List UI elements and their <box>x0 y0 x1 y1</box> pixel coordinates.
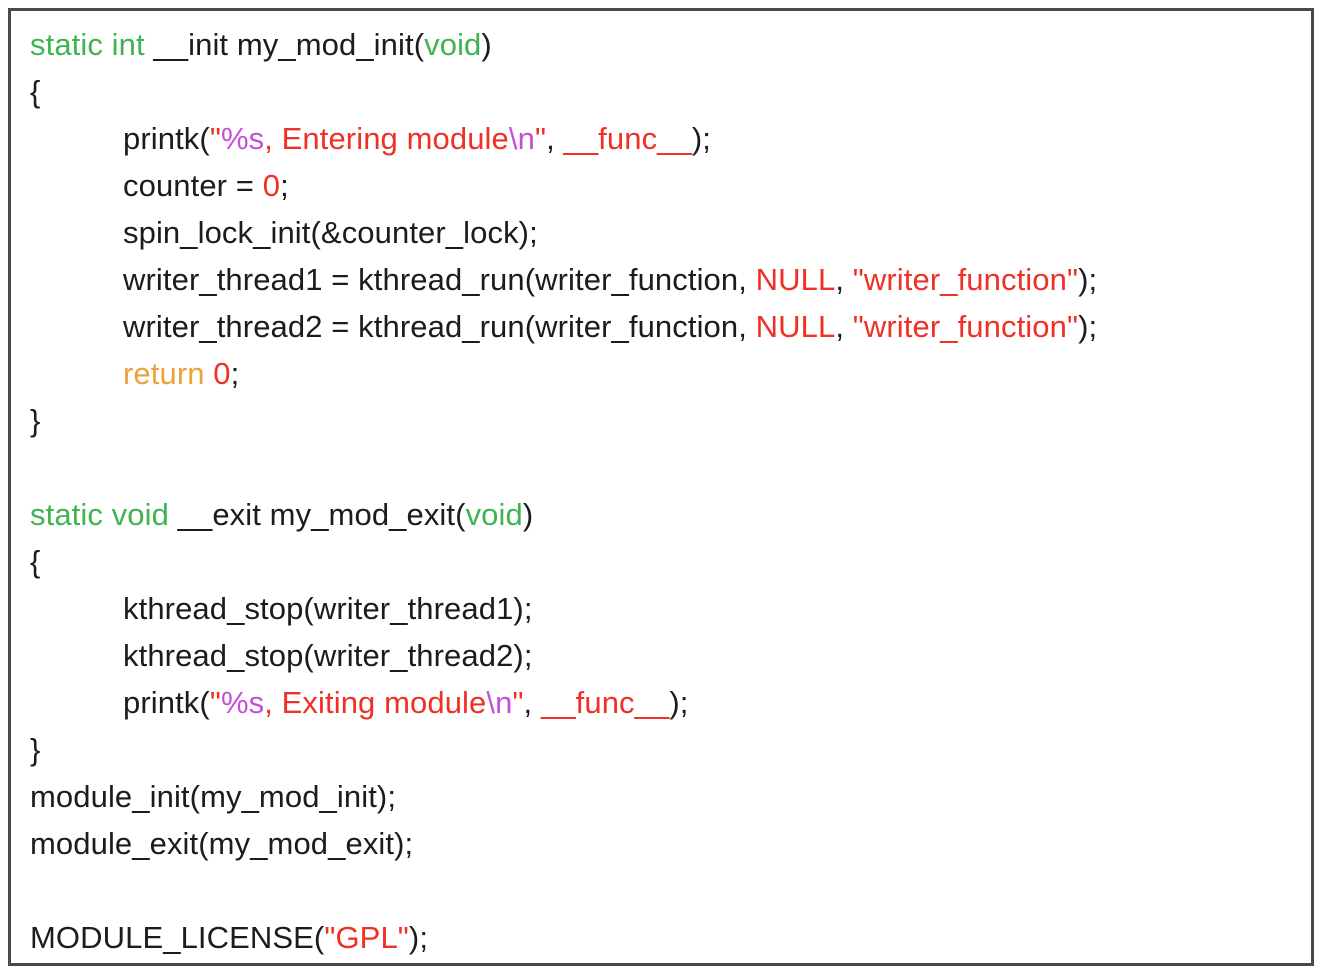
code-line: printk("%s, Entering module\n", __func__… <box>30 115 1311 162</box>
code-token: " <box>534 121 547 156</box>
code-line: spin_lock_init(&counter_lock); <box>30 209 1311 256</box>
code-token: printk( <box>123 121 210 156</box>
code-line: writer_thread1 = kthread_run(writer_func… <box>30 256 1311 303</box>
code-token: { <box>30 544 41 579</box>
code-token: static void <box>30 497 169 532</box>
code-token: , Exiting module <box>264 685 487 720</box>
code-token: , <box>835 262 853 297</box>
code-line: } <box>30 397 1311 444</box>
code-line: counter = 0; <box>30 162 1311 209</box>
code-token: \n <box>486 685 513 720</box>
code-line: kthread_stop(writer_thread1); <box>30 585 1311 632</box>
code-token: 0 <box>213 356 231 391</box>
code-line: kthread_stop(writer_thread2); <box>30 632 1311 679</box>
code-token: void <box>424 27 482 62</box>
code-line: module_exit(my_mod_exit); <box>30 820 1311 867</box>
code-token: ); <box>1078 309 1098 344</box>
code-token: ); <box>669 685 689 720</box>
code-token: "writer_function" <box>852 262 1079 297</box>
code-token: void <box>465 497 523 532</box>
code-token: __exit my_mod_exit( <box>168 497 466 532</box>
code-token: printk( <box>123 685 210 720</box>
code-block: static int __init my_mod_init(void){prin… <box>30 21 1311 961</box>
code-token: "GPL" <box>324 920 409 955</box>
code-token: MODULE_LICENSE( <box>30 920 325 955</box>
code-token: ; <box>280 168 289 203</box>
code-token: " <box>209 685 221 720</box>
code-token: spin_lock_init(&counter_lock); <box>123 215 538 250</box>
code-token: 0 <box>262 168 281 203</box>
code-token: NULL <box>755 262 836 297</box>
code-token: ); <box>691 121 711 156</box>
code-token: "writer_function" <box>852 309 1079 344</box>
code-token: " <box>209 121 221 156</box>
code-line: } <box>30 726 1311 773</box>
code-token: , <box>523 685 541 720</box>
code-token: module_init(my_mod_init); <box>30 779 397 814</box>
code-token: } <box>30 403 41 438</box>
code-token: , <box>546 121 564 156</box>
code-token: %s <box>220 685 265 720</box>
code-token: writer_thread1 = kthread_run(writer_func… <box>123 262 756 297</box>
code-token: __init my_mod_init( <box>144 27 425 62</box>
code-line: { <box>30 538 1311 585</box>
code-line: writer_thread2 = kthread_run(writer_func… <box>30 303 1311 350</box>
code-token: ); <box>1078 262 1098 297</box>
code-line: return 0; <box>30 350 1311 397</box>
code-token: module_exit(my_mod_exit); <box>30 826 414 861</box>
code-token: __func__ <box>563 121 692 156</box>
code-line: static void __exit my_mod_exit(void) <box>30 491 1311 538</box>
code-line <box>30 867 1311 914</box>
code-line: MODULE_LICENSE("GPL"); <box>30 914 1311 961</box>
code-token: ); <box>408 920 429 955</box>
code-token: , Entering module <box>264 121 509 156</box>
code-token: " <box>512 685 524 720</box>
code-line: { <box>30 68 1311 115</box>
code-token: counter = <box>123 168 263 203</box>
code-token: } <box>30 732 41 767</box>
code-token: kthread_stop(writer_thread2); <box>123 638 533 673</box>
code-token: ) <box>481 27 492 62</box>
code-figure-frame: static int __init my_mod_init(void){prin… <box>8 8 1314 966</box>
code-token: __func__ <box>540 685 670 720</box>
code-line: printk("%s, Exiting module\n", __func__)… <box>30 679 1311 726</box>
code-token: writer_thread2 = kthread_run(writer_func… <box>123 309 756 344</box>
code-token: , <box>835 309 853 344</box>
code-token: static int <box>30 27 145 62</box>
code-line <box>30 444 1311 491</box>
code-token: return <box>123 356 214 391</box>
code-token: ) <box>522 497 534 532</box>
code-token: ; <box>230 356 240 391</box>
code-token: \n <box>508 121 535 156</box>
code-token: kthread_stop(writer_thread1); <box>123 591 533 626</box>
code-token: %s <box>220 121 265 156</box>
code-line: static int __init my_mod_init(void) <box>30 21 1311 68</box>
code-line: module_init(my_mod_init); <box>30 773 1311 820</box>
code-token: { <box>30 74 41 109</box>
code-token: NULL <box>755 309 836 344</box>
